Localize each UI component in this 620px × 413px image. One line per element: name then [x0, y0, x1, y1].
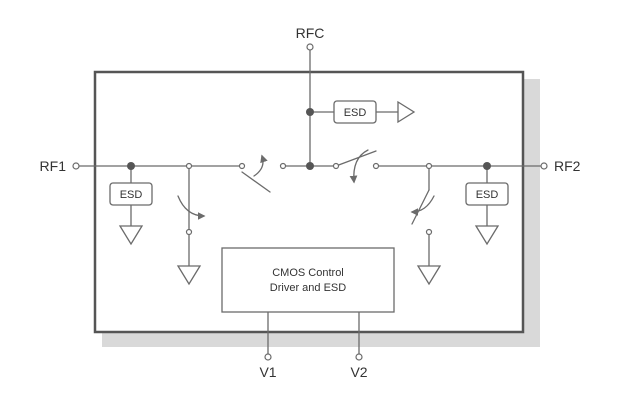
rf1-terminal [72, 162, 80, 170]
v1-pin-label: V1 [259, 364, 276, 380]
rf2-pin-label: RF2 [554, 158, 581, 174]
rf2-terminal [540, 162, 548, 170]
rf1-series-switch-blade [241, 171, 271, 193]
v2-terminal [355, 353, 363, 361]
rf2-esd-block: ESD [465, 182, 509, 206]
rf2-shunt-ground-triangle [416, 265, 442, 286]
rf1-shunt-ground-triangle [176, 265, 202, 286]
rf1-esd-label: ESD [120, 189, 143, 201]
rfc-esd-block: ESD [333, 100, 377, 124]
switch-contact [185, 162, 193, 170]
control-block-line1: CMOS Control [272, 267, 344, 279]
cmos-control-block: CMOS Control Driver and ESD [221, 247, 395, 313]
switch-contact [425, 228, 433, 236]
rf2-esd-junction [483, 162, 491, 170]
rf2-esd-ground-triangle [474, 225, 500, 246]
switch-contact [332, 162, 340, 170]
switch-contact [372, 162, 380, 170]
rfc-bus-junction [306, 162, 314, 170]
switch-contact [185, 228, 193, 236]
rf1-esd-ground-triangle [118, 225, 144, 246]
control-block-line2: Driver and ESD [270, 282, 346, 294]
rf2-shunt-switch-blade [411, 189, 430, 225]
v1-terminal [264, 353, 272, 361]
rf1-esd-block: ESD [109, 182, 153, 206]
rf1-pin-label: RF1 [40, 158, 67, 174]
rfc-terminal [306, 43, 314, 51]
rf2-esd-label: ESD [476, 189, 499, 201]
switch-contact [425, 162, 433, 170]
rfc-esd-label: ESD [344, 107, 367, 119]
rf1-esd-junction [127, 162, 135, 170]
rfc-ground-triangle [397, 100, 416, 124]
switch-contact [279, 162, 287, 170]
rfc-pin-label: RFC [296, 25, 325, 41]
rfc-esd-junction [306, 108, 314, 116]
switch-contact [238, 162, 246, 170]
v2-pin-label: V2 [350, 364, 367, 380]
